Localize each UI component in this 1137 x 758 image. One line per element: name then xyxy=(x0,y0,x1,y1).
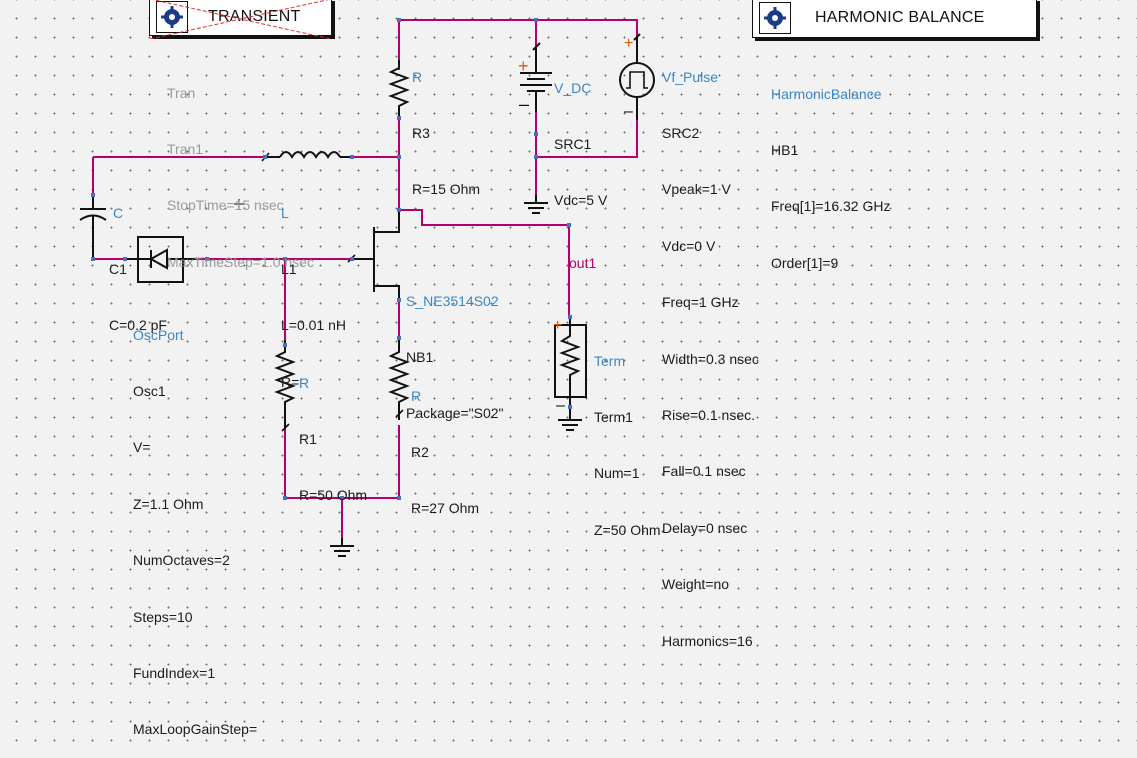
component-type-label: Vf_Pulse xyxy=(662,68,719,85)
termination-term1[interactable]: + – xyxy=(553,317,587,420)
transient-param: Tran1 xyxy=(167,140,204,157)
gear-controller-icon xyxy=(759,2,791,34)
transient-params: Tran Tran1 StopTime=15 nsec MaxTimeStep=… xyxy=(167,46,314,290)
param-line: Z=1.1 Ohm xyxy=(133,495,204,512)
component-type-label: V_DC xyxy=(554,79,592,96)
r2-label: R R2 R=27 Ohm xyxy=(411,349,479,537)
resistor-r2[interactable] xyxy=(388,338,410,420)
transistor-label: S_NE3514S02 NB1 Package="S02" xyxy=(406,254,504,442)
param-line: R2 xyxy=(411,443,429,460)
component-type-label: HarmonicBalance xyxy=(771,85,882,102)
transient-param: Tran xyxy=(167,84,196,101)
l1-label: L L1 L=0.01 nH R= xyxy=(281,166,346,410)
param-line: HB1 xyxy=(771,141,799,158)
c1-label: C C1 C=0.2 pF xyxy=(109,166,167,354)
harmonic-balance-params: HarmonicBalance HB1 Freq[1]=16.32 GHz Or… xyxy=(771,47,890,291)
param-line: Order[1]=9 xyxy=(771,254,839,271)
param-line: L=0.01 nH xyxy=(281,317,346,334)
param-line: Width=0.3 nsec xyxy=(662,350,759,367)
param-line: Vdc=0 V xyxy=(662,237,716,254)
transistor-nb1[interactable] xyxy=(347,210,400,300)
param-line: R3 xyxy=(412,124,430,141)
param-line: L1 xyxy=(281,260,297,277)
transient-param: MaxTimeStep=1.0 nsec xyxy=(167,253,314,270)
ground-symbol-bottom xyxy=(330,538,354,557)
param-line: R=15 Ohm xyxy=(412,181,481,198)
component-type-label: L xyxy=(281,204,289,221)
param-line: R=27 Ohm xyxy=(411,500,480,517)
dc-source-src1[interactable]: + – xyxy=(518,42,552,114)
component-type-label: R xyxy=(299,374,310,391)
svg-text:+: + xyxy=(553,317,562,334)
param-line: Weight=no xyxy=(662,576,730,593)
param-line: Osc1 xyxy=(133,382,166,399)
param-line: R= xyxy=(281,373,300,390)
param-line: V= xyxy=(133,439,151,456)
transient-controller[interactable]: TRANSIENT xyxy=(149,0,332,39)
r3-label: R R3 R=15 Ohm xyxy=(412,30,480,218)
param-line: Harmonics=16 xyxy=(662,632,753,649)
svg-text:+: + xyxy=(518,56,529,76)
deactivated-cross-icon xyxy=(150,0,331,39)
svg-text:–: – xyxy=(519,94,529,114)
schematic-canvas[interactable]: + – + – xyxy=(0,0,1137,582)
ground-symbol-sources xyxy=(524,195,548,214)
component-type-label: R xyxy=(412,68,423,85)
param-line: Rise=0.1 nsec. xyxy=(662,406,755,423)
pulse-source-src2[interactable]: + – xyxy=(619,33,655,120)
vf-pulse-label: Vf_Pulse SRC2 Vpeak=1 V Vdc=0 V Freq=1 G… xyxy=(662,30,759,669)
node-name-out1[interactable]: out1 xyxy=(569,255,597,271)
param-line: Freq[1]=16.32 GHz xyxy=(771,198,891,215)
wire-out1[interactable] xyxy=(399,209,570,317)
vdc-label: V_DC SRC1 Vdc=5 V xyxy=(554,41,607,229)
svg-text:–: – xyxy=(624,103,633,120)
param-line: Term1 xyxy=(594,408,633,425)
term1-label: Term Term1 Num=1 Z=50 Ohm xyxy=(594,314,661,558)
param-line: NumOctaves=2 xyxy=(133,552,230,569)
param-line: NB1 xyxy=(406,348,434,365)
component-type-label: S_NE3514S02 xyxy=(406,292,499,309)
resistor-r3[interactable] xyxy=(388,60,410,118)
param-line: Delay=0 nsec xyxy=(662,519,748,536)
param-line: SRC1 xyxy=(554,135,592,152)
resistor-r1[interactable] xyxy=(274,340,296,432)
oscport-label: OscPort Osc1 V= Z=1.1 Ohm NumOctaves=2 S… xyxy=(133,288,257,758)
capacitor-c1[interactable] xyxy=(79,195,107,258)
svg-text:–: – xyxy=(556,397,565,414)
param-line: Fall=0.1 nsec xyxy=(662,463,746,480)
crosshair-cursor-icon xyxy=(234,199,244,209)
r1-label: R R1 R=50 Ohm xyxy=(299,336,367,524)
oscport-osc1[interactable] xyxy=(125,236,195,283)
svg-text:+: + xyxy=(624,35,633,52)
param-line: Steps=10 xyxy=(133,608,193,625)
param-line: FundIndex=1 xyxy=(133,664,216,681)
pin-markers xyxy=(91,18,572,500)
param-line: Freq=1 GHz xyxy=(662,294,739,311)
component-type-label: OscPort xyxy=(133,326,184,343)
transient-title: TRANSIENT xyxy=(208,8,301,25)
param-line: R1 xyxy=(299,430,317,447)
param-line: SRC2 xyxy=(662,124,700,141)
param-line: Num=1 xyxy=(594,465,640,482)
component-type-label: R xyxy=(411,387,422,404)
param-line: MaxLoopGainStep= xyxy=(133,721,258,738)
harmonic-balance-title: HARMONIC BALANCE xyxy=(815,9,985,26)
param-line: Package="S02" xyxy=(406,405,504,422)
param-line: Vdc=5 V xyxy=(554,192,608,209)
param-line: Vpeak=1 V xyxy=(662,181,731,198)
component-type-label: Term xyxy=(594,352,626,369)
harmonic-balance-controller[interactable]: HARMONIC BALANCE xyxy=(752,0,1037,38)
param-line: R=50 Ohm xyxy=(299,487,368,504)
transient-param: StopTime=15 nsec xyxy=(167,197,284,214)
param-line: Z=50 Ohm xyxy=(594,521,661,538)
param-line: C1 xyxy=(109,260,127,277)
param-line: C=0.2 pF xyxy=(109,317,167,334)
ground-symbol-term xyxy=(558,419,582,431)
component-type-label: C xyxy=(113,204,124,221)
